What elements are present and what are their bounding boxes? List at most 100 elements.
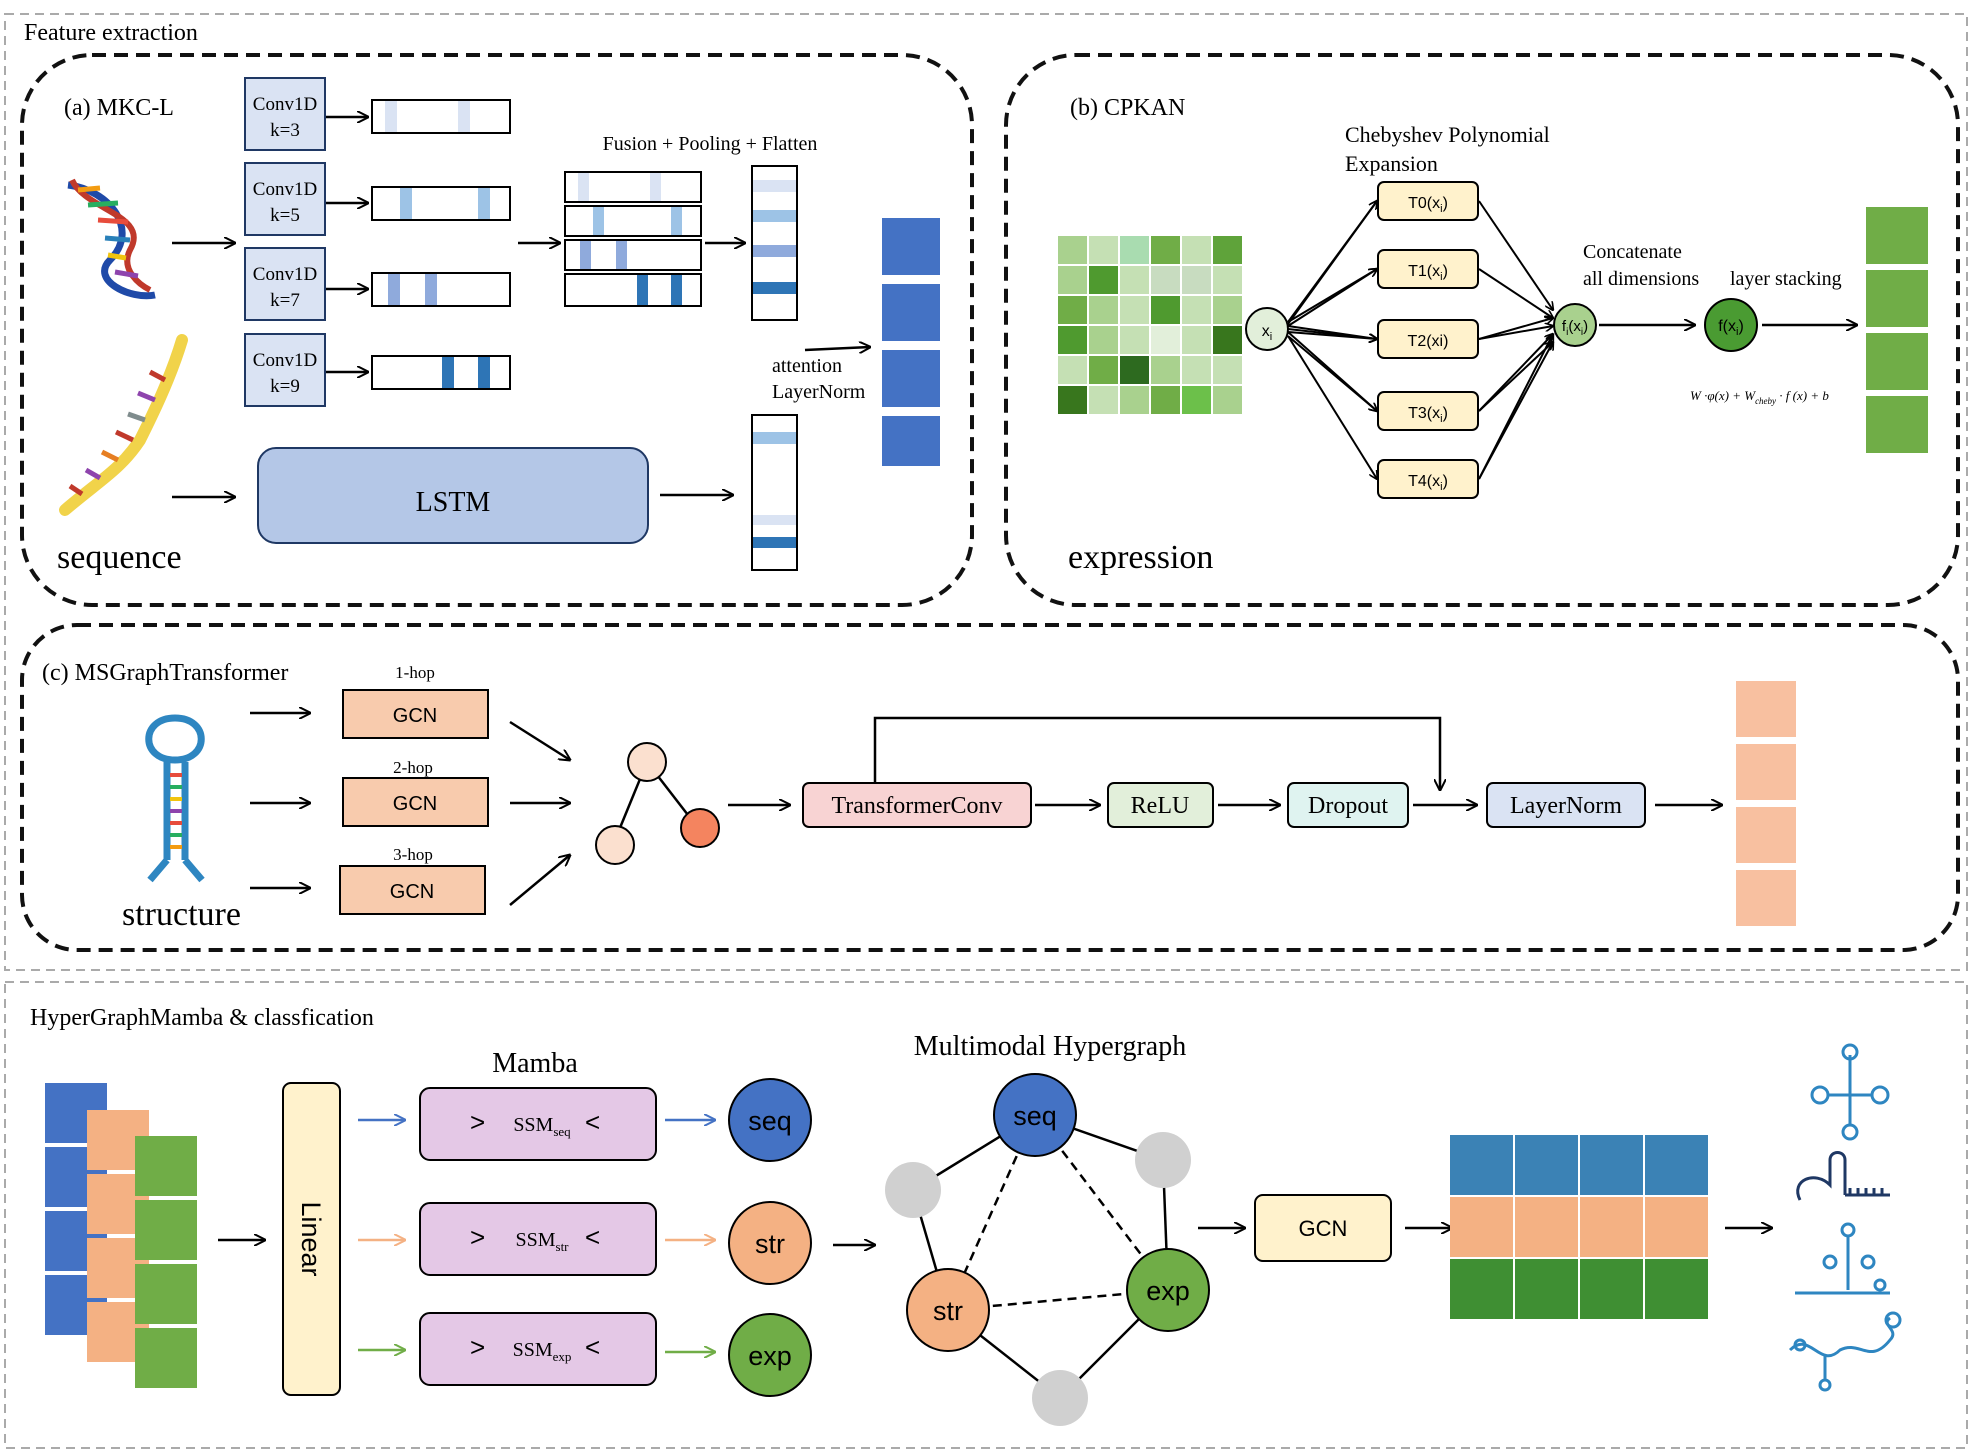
conv1d-k5: Conv1D k=5 — [244, 162, 326, 236]
stacked-modality-features — [45, 1083, 197, 1388]
hyperedge-node-2 — [1135, 1132, 1191, 1188]
linear-block: Linear — [282, 1082, 341, 1396]
conv1d-k3: Conv1D k=3 — [244, 77, 326, 151]
ssm-str-block: > SSMstr < — [419, 1202, 657, 1276]
mamba-title: Mamba — [492, 1048, 578, 1079]
rna-class-icon-multibranch — [1795, 1222, 1890, 1295]
hyperedge-node-3 — [1032, 1370, 1088, 1426]
svg-text:seq: seq — [748, 1106, 792, 1136]
cheb-term-t0: T0(xi) — [1377, 181, 1479, 221]
svg-text:str: str — [933, 1296, 963, 1326]
dna-helix-icon — [67, 178, 156, 300]
transformerconv-block: TransformerConv — [802, 782, 1032, 828]
structure-label: structure — [122, 896, 241, 933]
feature-extraction-title: Feature extraction — [24, 20, 198, 46]
svg-text:Conv1D: Conv1D — [253, 264, 317, 285]
chebyshev-terms: T0(xi) T1(xi) T2(xi) T3(xi) T4(xi) — [1377, 181, 1479, 499]
svg-text:GCN: GCN — [393, 705, 437, 727]
gcn-2hop: 2-hop GCN — [342, 758, 489, 827]
layernorm-label: LayerNorm — [772, 381, 866, 403]
panel-a-title: (a) MKC-L — [64, 95, 174, 121]
svg-text:xi: xi — [1262, 323, 1272, 343]
svg-text:SSMstr: SSMstr — [515, 1229, 569, 1254]
svg-text:Conv1D: Conv1D — [253, 179, 317, 200]
panel-b-title: (b) CPKAN — [1070, 95, 1185, 121]
svg-text:f(xi): f(xi) — [1718, 318, 1744, 338]
svg-text:Conv1D: Conv1D — [253, 350, 317, 371]
cpkan-formula: W ·φ(x) + Wcheby · f (x) + b — [1690, 388, 1829, 406]
gcn-3hop: 3-hop GCN — [339, 845, 486, 915]
svg-text:str: str — [755, 1229, 785, 1259]
input-node-xi: xi — [1245, 307, 1289, 351]
hypergraph-exp-node: exp — [1126, 1248, 1210, 1332]
svg-text:<: < — [585, 1332, 600, 1362]
sequence-output-vector — [882, 218, 940, 466]
svg-text:k=3: k=3 — [270, 120, 300, 141]
gcn1-to-graph-arrow — [509, 720, 570, 760]
rna-strand-icon — [59, 334, 188, 516]
svg-text:T2(xi): T2(xi) — [1408, 333, 1449, 350]
exp-embedding-node: exp — [728, 1313, 812, 1397]
feature-strip-k5 — [371, 186, 511, 221]
rna-hairpin-icon — [145, 714, 205, 883]
pooled-vector — [751, 165, 798, 321]
ssm-seq-block: > SSMseq < — [419, 1087, 657, 1161]
svg-text:SSMseq: SSMseq — [513, 1114, 571, 1139]
svg-text:GCN: GCN — [393, 793, 437, 815]
multimodal-hypergraph: seq str exp — [885, 1073, 1210, 1426]
svg-text:3-hop: 3-hop — [393, 845, 433, 864]
lstm-vector — [751, 414, 798, 571]
panel-a-frame — [20, 53, 974, 607]
svg-text:k=9: k=9 — [270, 376, 300, 397]
svg-text:k=5: k=5 — [270, 205, 300, 226]
ssm-exp-block: > SSMexp < — [419, 1312, 657, 1386]
rna-class-icon-linear — [1788, 1311, 1902, 1392]
svg-text:Linear: Linear — [296, 1201, 326, 1276]
svg-text:ReLU: ReLU — [1131, 793, 1190, 819]
panel-cpkan: (b) CPKAN expression xi Chebyshev Polyno… — [1004, 53, 1960, 607]
hypergraph-section-title: HyperGraphMamba & classfication — [30, 1005, 374, 1031]
layernorm-block: LayerNorm — [1486, 782, 1646, 828]
small-graph-icon — [595, 742, 720, 865]
final-gcn-block: GCN — [1254, 1194, 1392, 1262]
expression-matrix — [1058, 236, 1242, 414]
concat-label-line2: all dimensions — [1583, 268, 1699, 290]
cheb-term-t3: T3(xi) — [1377, 391, 1479, 431]
concat-label-line1: Concatenate — [1583, 241, 1682, 263]
feature-extraction-frame — [4, 13, 1968, 971]
terms-to-fi-arrows — [1478, 200, 1553, 480]
svg-text:fi(xi): fi(xi) — [1562, 318, 1588, 338]
svg-text:<: < — [585, 1222, 600, 1252]
rna-class-icon-trna — [1810, 1043, 1890, 1141]
svg-text:LayerNorm: LayerNorm — [1510, 793, 1622, 819]
sequence-label: sequence — [57, 539, 182, 576]
hypergraph-title: Multimodal Hypergraph — [914, 1031, 1186, 1062]
fused-representation-grid — [1450, 1135, 1708, 1319]
conv1d-k7: Conv1D k=7 — [244, 247, 326, 321]
attention-label: attention — [772, 355, 842, 377]
fused-feature-stack — [564, 171, 702, 307]
hypergraph-frame — [4, 981, 1968, 1449]
feature-strip-k9 — [371, 355, 511, 390]
svg-text:T1(xi): T1(xi) — [1408, 263, 1448, 283]
svg-text:Conv1D: Conv1D — [253, 94, 317, 115]
svg-text:2-hop: 2-hop — [393, 758, 433, 777]
svg-text:GCN: GCN — [1299, 1216, 1348, 1241]
svg-text:1-hop: 1-hop — [395, 663, 435, 682]
f-node: f(xi) — [1704, 298, 1758, 352]
seq-embedding-node: seq — [728, 1078, 812, 1162]
expression-label: expression — [1068, 539, 1213, 576]
structure-output-vector — [1736, 681, 1796, 926]
gcn-1hop: 1-hop GCN — [342, 663, 489, 739]
attention-arrow — [804, 347, 870, 350]
chebyshev-label-line1: Chebyshev Polynomial — [1345, 122, 1550, 147]
panel-c-frame — [20, 623, 1960, 952]
rna-class-icon-hairpin — [1796, 1151, 1890, 1201]
svg-text:Dropout: Dropout — [1308, 793, 1388, 819]
dropout-block: Dropout — [1287, 782, 1409, 828]
svg-text:LSTM: LSTM — [416, 487, 491, 518]
svg-text:>: > — [470, 1222, 485, 1252]
gcn3-to-graph-arrow — [509, 855, 570, 906]
panel-hypergraph-mamba: Linear Mamba > SSMseq < > SSMstr < > SSM… — [45, 1031, 1902, 1426]
svg-text:exp: exp — [1146, 1276, 1190, 1306]
